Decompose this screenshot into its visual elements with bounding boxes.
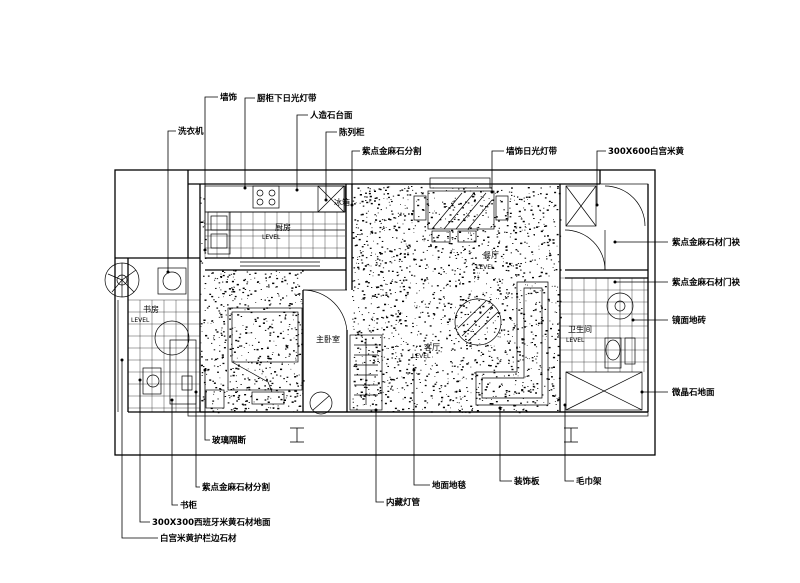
label-wall-decor: 墙饰	[220, 92, 238, 103]
room-bathroom: 卫生间	[568, 324, 592, 334]
label-beige-tile-600: 300X600白宫米黄	[608, 146, 685, 157]
label-bookcase: 书柜	[180, 500, 198, 511]
room-study: 书房	[143, 304, 159, 314]
label-display-cabinet: 陈列柜	[339, 127, 365, 138]
level-mark: LEVEL	[566, 337, 585, 344]
label-stone-division: 紫点金麻石分割	[362, 146, 422, 157]
annotations: 墙饰 厨柜下日光灯带 人造石台面 洗衣机 陈列柜 紫点金麻石分割 墙饰日光灯带 …	[120, 92, 741, 544]
label-stone-door-frame-1: 紫点金麻石材门袂	[672, 237, 741, 248]
label-railing-stone: 白宫米黄护栏边石材	[160, 533, 237, 544]
label-fridge: 冰箱	[334, 197, 350, 207]
label-cabinet-lightstrip: 厨柜下日光灯带	[257, 93, 317, 104]
plant-icon	[104, 262, 140, 298]
label-mirror-tile: 镜面地砖	[672, 315, 707, 326]
room-living: 客厅	[424, 342, 440, 352]
label-wall-lightstrip: 墙饰日光灯带	[506, 146, 558, 157]
section-markers	[290, 427, 578, 443]
label-glass-partition: 玻璃隔断	[212, 435, 247, 446]
bathroom-fixtures	[564, 185, 646, 369]
level-mark: LEVEL	[131, 317, 150, 324]
kitchen-fixtures	[204, 185, 346, 267]
label-towel-rack: 毛巾架	[576, 476, 602, 487]
bedroom-furniture	[205, 289, 348, 415]
level-mark: LEVEL	[262, 234, 281, 241]
level-mark: LEVEL	[476, 264, 495, 271]
label-spanish-beige-floor: 300X300西班牙米黄石材地面	[152, 517, 271, 528]
label-stone-door-frame-2: 紫点金麻石材门袂	[672, 277, 741, 288]
label-artificial-stone-top: 人造石台面	[310, 110, 353, 121]
label-hidden-light-tube: 内藏灯管	[386, 497, 421, 508]
level-mark: LEVEL	[412, 353, 431, 360]
label-floor-carpet: 地面地毯	[432, 480, 467, 491]
terrazzo-floor-pattern	[127, 186, 648, 414]
display-shelf	[349, 334, 383, 411]
study-furniture	[104, 262, 197, 405]
room-master-bedroom: 主卧室	[316, 334, 340, 344]
label-decorative-panel: 装饰板	[513, 476, 540, 487]
walls	[114, 169, 656, 456]
dining-table	[413, 177, 509, 243]
room-dining: 餐厅	[483, 251, 499, 260]
room-kitchen: 厨房	[275, 222, 291, 232]
living-room-furniture	[349, 281, 549, 411]
label-crystal-stone-floor: 微晶石地面	[671, 387, 715, 398]
label-washing-machine: 洗衣机	[178, 126, 204, 137]
label-stone-division-2: 紫点金麻石材分割	[202, 482, 271, 493]
room-names: 厨房 LEVEL 餐厅 LEVEL 书房 LEVEL 主卧室 客厅 LEVEL …	[131, 197, 592, 360]
